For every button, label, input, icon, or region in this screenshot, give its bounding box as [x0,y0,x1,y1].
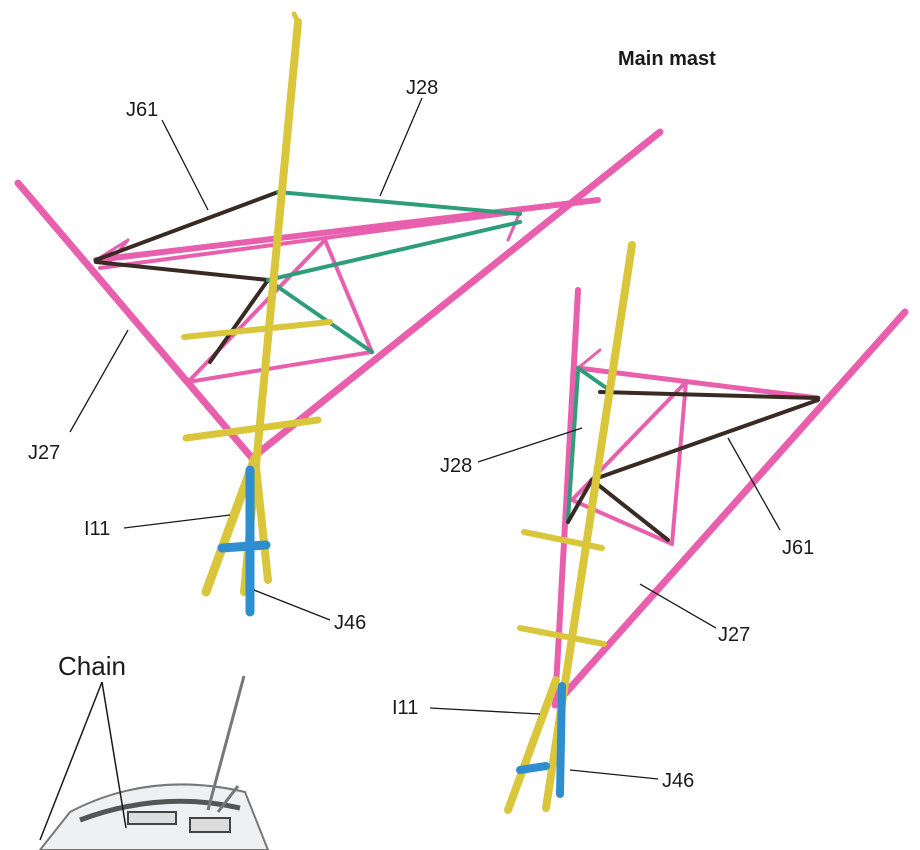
label-left-j28: J28 [406,77,438,99]
label-left-i11: I11 [84,518,110,540]
label-chain: Chain [58,651,126,681]
label-right-i11: I11 [392,697,418,719]
chain-inset-deck [38,675,270,850]
label-right-j46: J46 [662,770,694,792]
label-left-j27: J27 [28,442,60,464]
label-right-j61: J61 [782,537,814,559]
label-right-j27: J27 [718,624,750,646]
chain-pointer-lines [39,681,127,841]
label-right-j28: J28 [440,455,472,477]
left-base-j46 [217,465,271,617]
label-left-j46: J46 [334,612,366,634]
label-left-j61: J61 [126,99,158,121]
right-base-j46 [516,682,566,798]
left-rigging-j61 [94,190,280,364]
leader-lines [69,97,781,780]
left-yard-j27 [14,128,664,462]
left-rigging-j28 [266,190,522,354]
right-mast-i11 [504,241,636,814]
right-mast-view [504,241,909,814]
main-mast-title: Main mast [618,48,716,70]
left-mast-view [14,11,664,617]
right-rigging-j61 [566,390,820,542]
left-mast-i11 [181,11,333,597]
